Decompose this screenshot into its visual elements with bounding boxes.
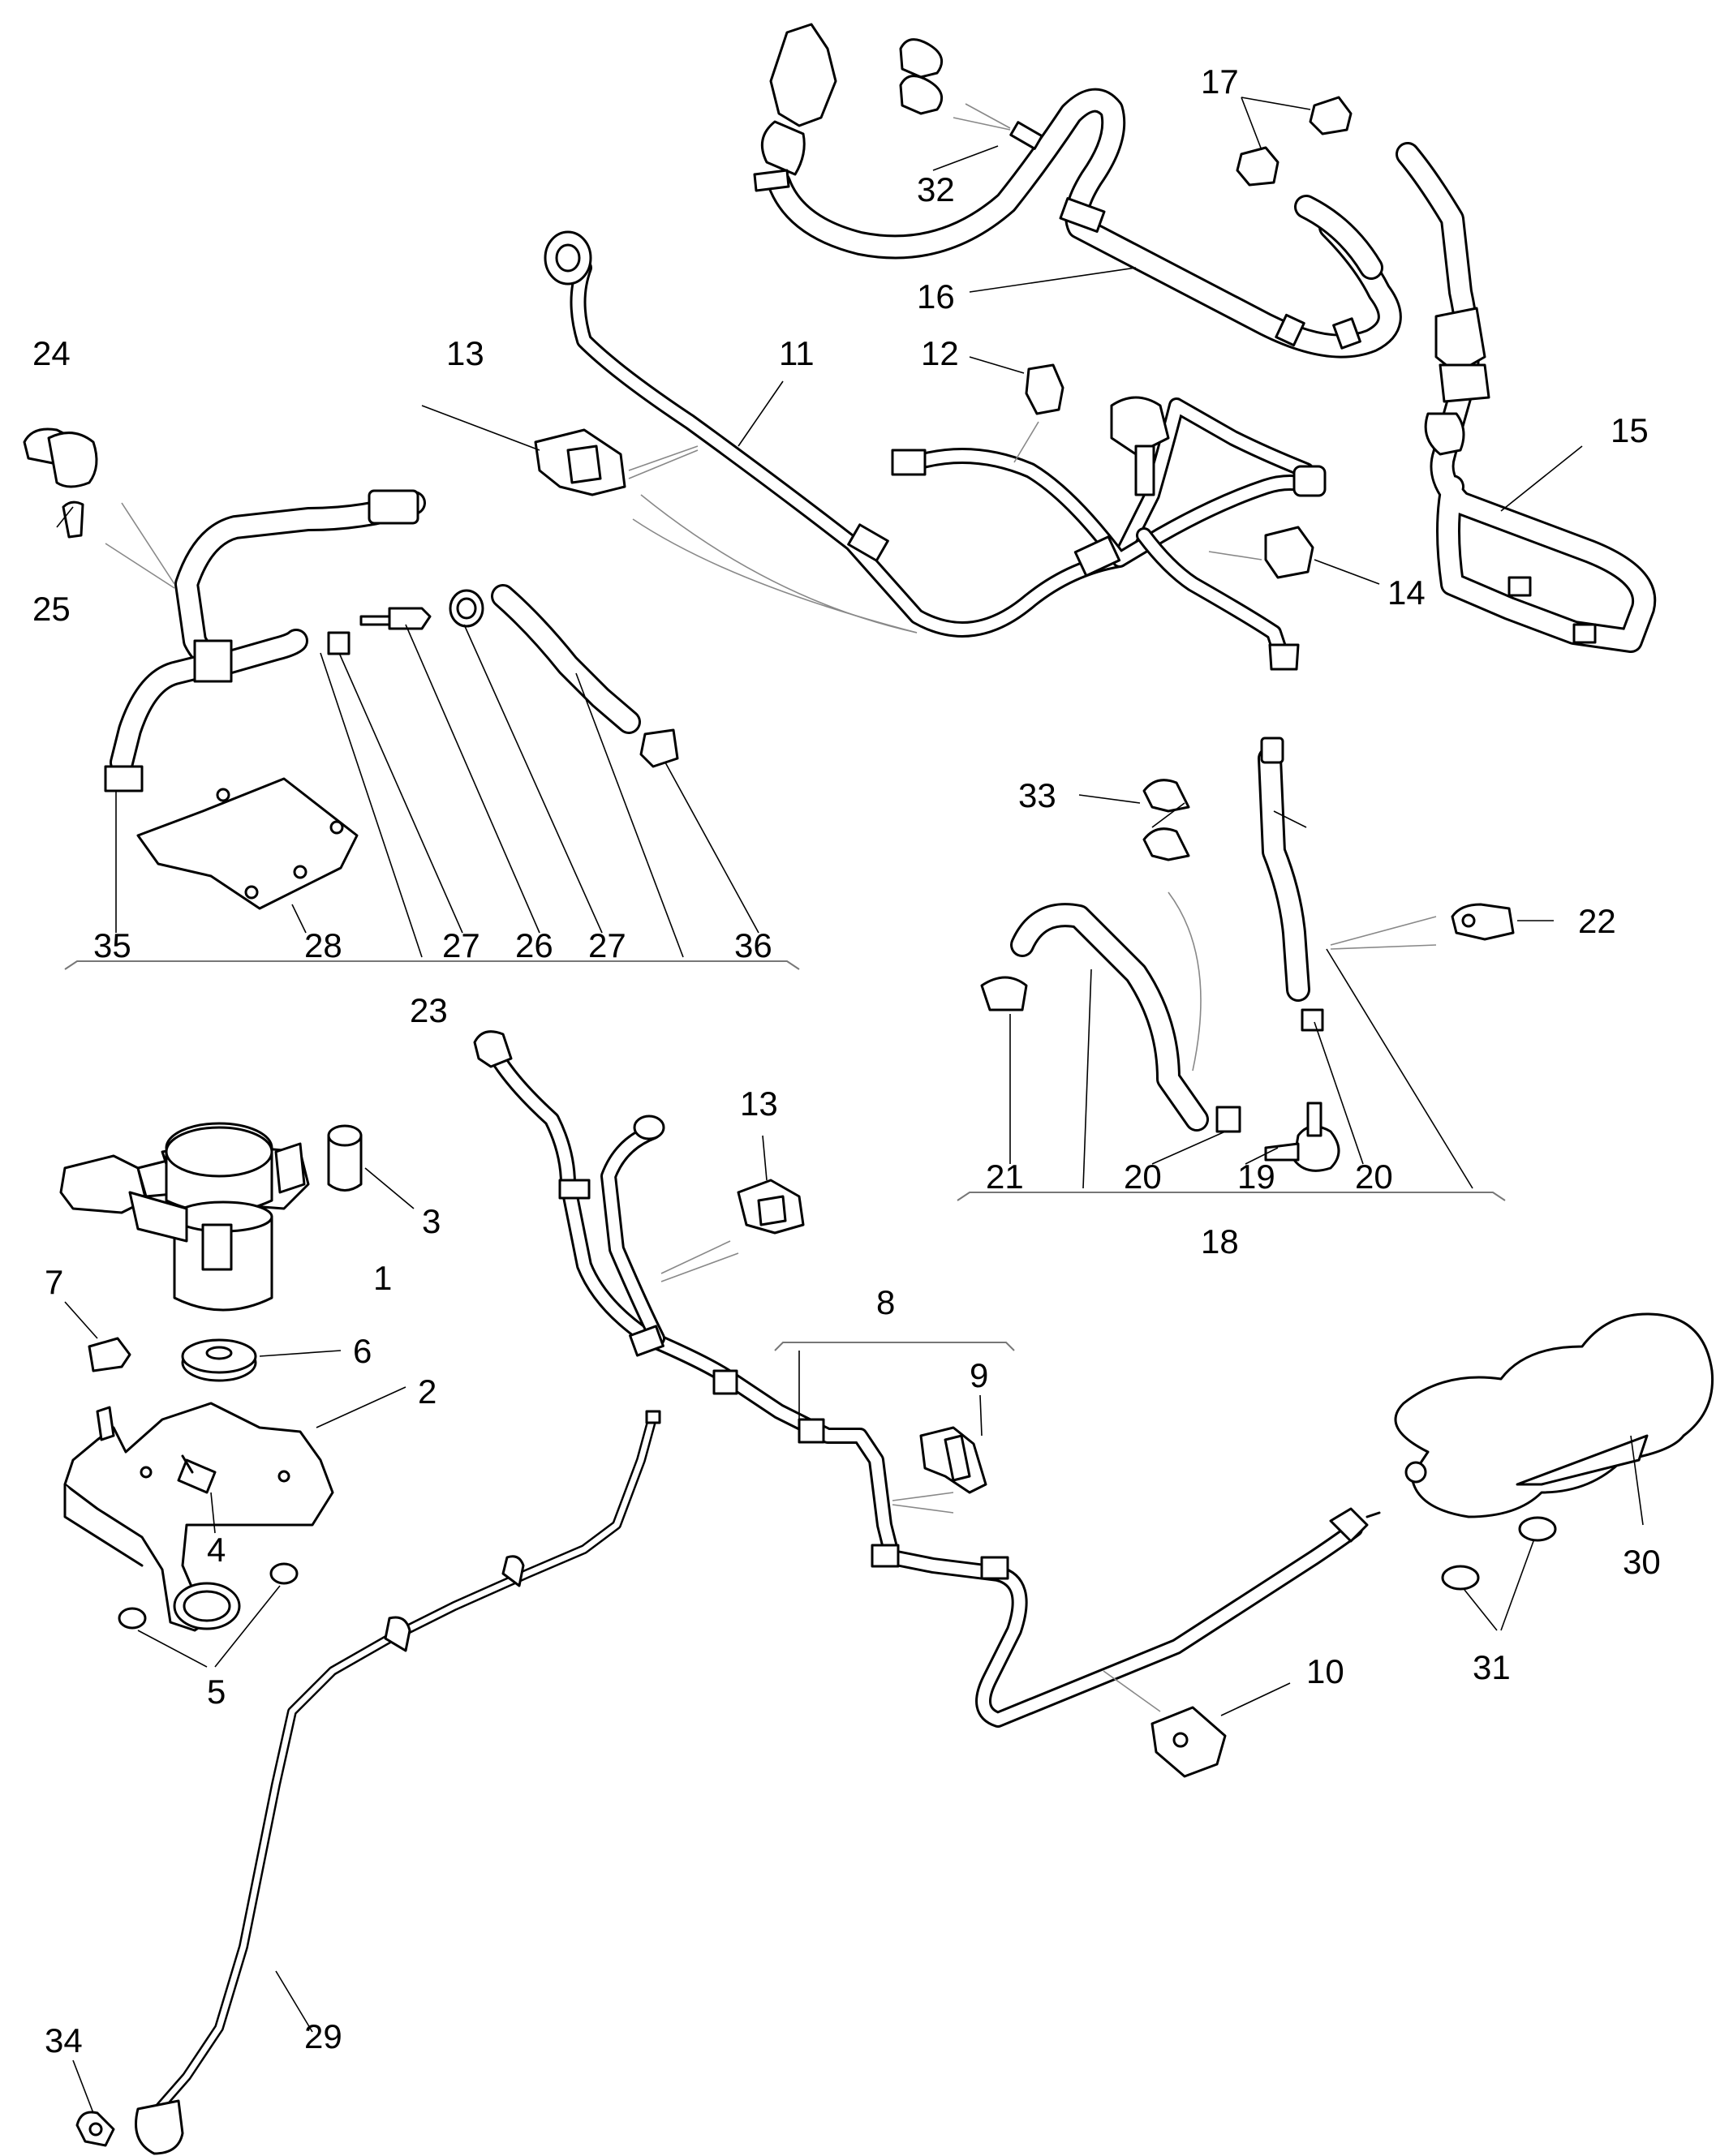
clip-9: [892, 1394, 987, 1514]
clip-13-bottom: [660, 1135, 805, 1282]
clip-7: [64, 1301, 131, 1372]
clip-32: [899, 38, 1011, 131]
label-3: 3: [422, 1202, 441, 1240]
label-34: 34: [45, 2021, 83, 2059]
leader-22b: [1273, 810, 1307, 828]
label-13-bottom: 13: [740, 1084, 778, 1123]
label-29: 29: [304, 2017, 342, 2055]
label-15: 15: [1611, 411, 1649, 449]
clip-17: [1236, 96, 1353, 187]
label-7: 7: [45, 1263, 63, 1301]
label-6: 6: [353, 1332, 372, 1370]
label-27b: 27: [588, 926, 626, 964]
clip-12: [969, 356, 1064, 463]
label-18: 18: [1201, 1222, 1239, 1261]
group-bracket-23: [64, 960, 800, 970]
hose-assembly-16: [753, 23, 1402, 359]
label-28: 28: [304, 926, 342, 964]
label-4: 4: [207, 1531, 226, 1569]
grommet-6: [181, 1338, 342, 1382]
label-30: 30: [1623, 1543, 1661, 1581]
label-22: 22: [1578, 902, 1616, 940]
label-32: 32: [917, 170, 955, 208]
leader-11: [738, 380, 784, 447]
clamp-34: [72, 2059, 115, 2147]
label-13-top: 13: [446, 334, 484, 372]
label-26: 26: [515, 926, 553, 964]
label-20b: 20: [1355, 1157, 1393, 1196]
group-bracket-18: [957, 1192, 1506, 1201]
label-25: 25: [32, 590, 71, 628]
reservoir-30: [1394, 1312, 1714, 1526]
label-10: 10: [1306, 1652, 1344, 1690]
label-31: 31: [1473, 1648, 1511, 1686]
label-12: 12: [921, 334, 959, 372]
label-33: 33: [1018, 776, 1056, 814]
label-14: 14: [1387, 573, 1426, 612]
label-24: 24: [32, 334, 71, 372]
pipe-assembly-8: [473, 1030, 1381, 1728]
label-11: 11: [779, 334, 815, 372]
label-1: 1: [373, 1259, 392, 1297]
label-17: 17: [1201, 62, 1239, 101]
leader-16: [969, 267, 1137, 293]
clip-14: [1208, 526, 1380, 585]
hose-assembly-23: [23, 427, 679, 910]
label-19: 19: [1237, 1157, 1275, 1196]
pipe-29: [135, 1410, 661, 2155]
label-23: 23: [410, 991, 448, 1029]
part-labels: 1 2 3 4 5 6 7 8 9 10 11 12 13 13 14 15 1…: [32, 62, 1661, 2059]
cap-3: [327, 1124, 415, 1209]
label-21: 21: [986, 1157, 1024, 1196]
leader-33: [1151, 802, 1185, 828]
hose-assembly-18: [980, 737, 1515, 1172]
grommets-31: [1441, 1516, 1557, 1631]
clip-10: [1103, 1670, 1291, 1778]
hose-15: [1294, 142, 1657, 653]
bracket-2: [63, 1386, 406, 1632]
label-9: 9: [970, 1356, 988, 1394]
nuts-5: [118, 1562, 299, 1668]
leader-32: [932, 145, 999, 171]
pump-1: [59, 1122, 310, 1312]
clip-13-top: [421, 405, 918, 633]
label-36: 36: [734, 926, 772, 964]
label-20a: 20: [1124, 1157, 1162, 1196]
leader-15: [1500, 445, 1583, 512]
bolt-4: [177, 1454, 217, 1534]
group-bracket-8: [774, 1342, 1015, 1351]
label-35: 35: [93, 926, 131, 964]
label-5: 5: [207, 1673, 226, 1711]
pipe-assembly-11: [544, 230, 1327, 671]
label-8: 8: [876, 1283, 895, 1321]
label-16: 16: [917, 277, 955, 316]
label-27a: 27: [442, 926, 480, 964]
label-2: 2: [418, 1372, 437, 1411]
